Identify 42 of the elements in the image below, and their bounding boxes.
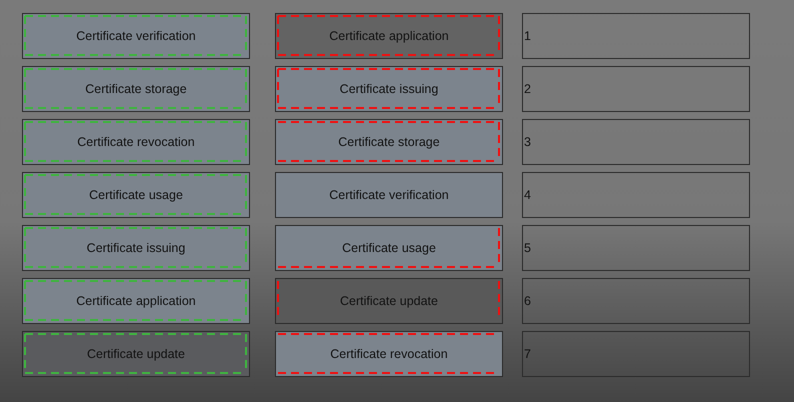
slot-number: 2	[524, 82, 531, 96]
option-tile	[275, 66, 503, 112]
slot-number: 3	[524, 135, 531, 149]
answer-slot	[522, 66, 750, 112]
option-tile	[275, 119, 503, 165]
option-tile	[22, 331, 250, 377]
tile-label: Certificate usage	[89, 188, 183, 202]
option-tile	[275, 278, 503, 324]
tile-label: Certificate revocation	[77, 135, 195, 149]
tile-label: Certificate application	[329, 29, 449, 43]
answer-slot	[522, 278, 750, 324]
option-tile	[275, 225, 503, 271]
answer-slot	[522, 172, 750, 218]
tile-label: Certificate issuing	[340, 82, 438, 96]
answer-slot	[522, 225, 750, 271]
answer-slot	[522, 119, 750, 165]
tile-label: Certificate verification	[76, 29, 196, 43]
option-tile	[22, 119, 250, 165]
option-tile	[275, 13, 503, 59]
tile-label: Certificate issuing	[86, 241, 186, 255]
option-tile	[22, 172, 250, 218]
tile-label: Certificate storage	[85, 82, 187, 96]
slot-number: 1	[524, 29, 531, 43]
tile-label: Certificate update	[340, 294, 438, 308]
answer-slot	[522, 13, 750, 59]
option-tile	[22, 13, 250, 59]
option-tile	[22, 225, 250, 271]
tile-label: Certificate update	[87, 347, 185, 361]
slot-number: 6	[524, 294, 531, 308]
option-tile	[275, 172, 503, 218]
option-tile	[275, 331, 503, 377]
option-tile	[22, 66, 250, 112]
slot-number: 7	[524, 347, 531, 361]
answer-slot	[522, 331, 750, 377]
tile-label: Certificate usage	[342, 241, 436, 255]
tile-label: Certificate revocation	[330, 347, 448, 361]
tile-label: Certificate storage	[338, 135, 440, 149]
option-tile	[22, 278, 250, 324]
slot-number: 4	[524, 188, 531, 202]
tile-label: Certificate application	[76, 294, 196, 308]
slot-number: 5	[524, 241, 531, 255]
tile-label: Certificate verification	[329, 188, 449, 202]
